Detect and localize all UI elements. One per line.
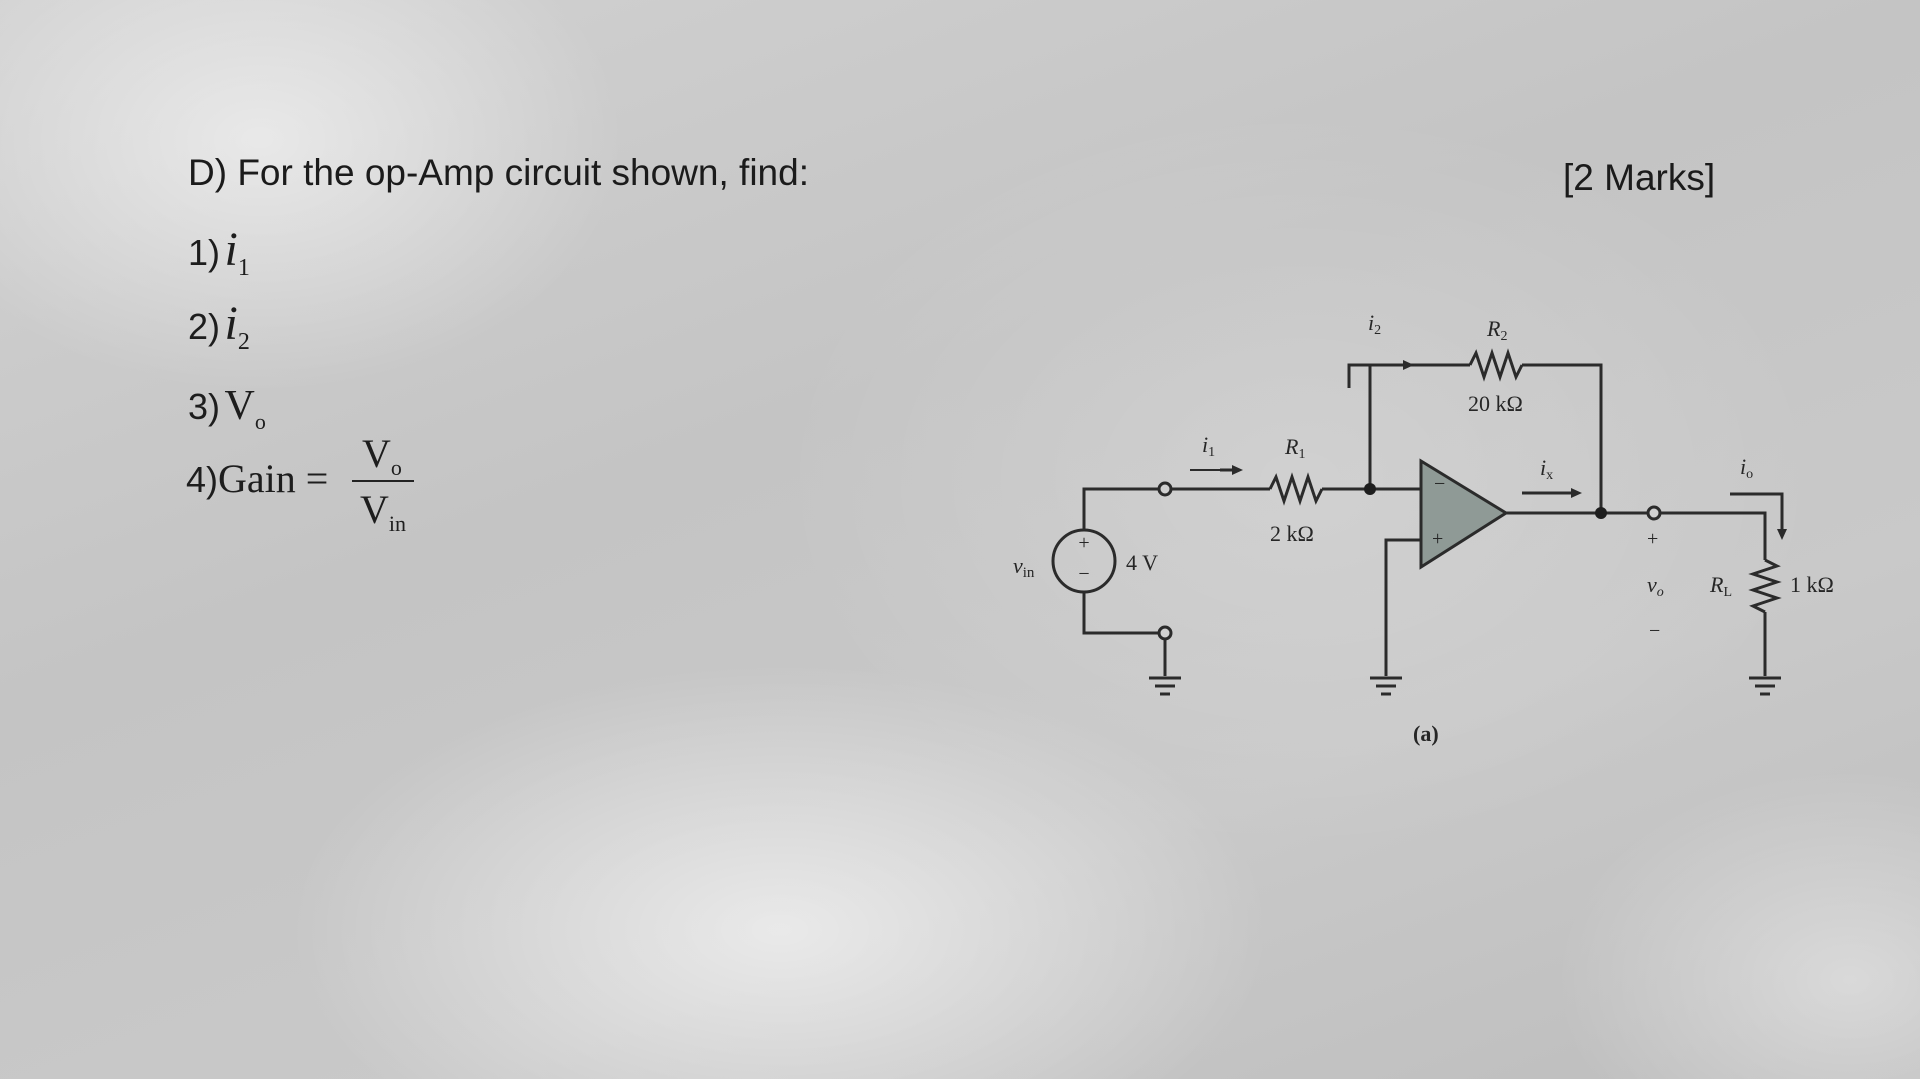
denominator-var: V xyxy=(360,487,389,532)
numerator-sub: o xyxy=(390,455,402,480)
source-minus-sign: − xyxy=(1078,563,1089,585)
gain-label: Gain = xyxy=(218,456,329,501)
question-title: D) For the op-Amp circuit shown, find: xyxy=(188,152,809,193)
item-number: 3) xyxy=(188,386,221,427)
opamp-minus-sign: − xyxy=(1434,473,1445,495)
fraction-bar xyxy=(352,480,414,482)
marks-label: [2 Marks] xyxy=(1563,157,1716,198)
ground-symbol-2 xyxy=(1370,676,1402,696)
numerator-var: V xyxy=(362,431,391,476)
r1-value-label: 2 kΩ xyxy=(1270,521,1314,546)
gain-denominator: Vin xyxy=(360,486,407,536)
junction-output-node xyxy=(1595,507,1607,519)
item-variable: i xyxy=(224,297,238,350)
ground-symbol-1 xyxy=(1149,676,1181,696)
denominator-sub: in xyxy=(388,511,407,536)
io-label: io xyxy=(1740,454,1753,482)
item-number: 1) xyxy=(188,232,221,273)
i2-arrowhead xyxy=(1403,360,1414,370)
gain-numerator: Vo xyxy=(362,430,402,480)
r1-label: R1 xyxy=(1284,434,1305,462)
i2-arrow-line xyxy=(1347,363,1404,388)
source-plus-sign: + xyxy=(1078,532,1089,554)
ix-arrowhead xyxy=(1571,488,1582,498)
ix-label: ix xyxy=(1540,455,1553,483)
io-arrow-line xyxy=(1730,492,1784,530)
wire-feedback-right xyxy=(1522,363,1603,513)
question-item-2: 2) i2 xyxy=(188,296,250,355)
i1-arrowhead xyxy=(1232,465,1243,475)
source-value-label: 4 V xyxy=(1126,550,1158,575)
wire-noninverting-to-ground xyxy=(1384,538,1421,676)
vo-minus-sign: − xyxy=(1649,620,1660,642)
i1-label: i1 xyxy=(1202,432,1215,460)
rl-value-label: 1 kΩ xyxy=(1790,572,1834,597)
item-variable: i xyxy=(224,223,238,276)
item-subscript: 2 xyxy=(237,329,250,355)
vin-label: vin xyxy=(1013,553,1035,581)
r2-value-label: 20 kΩ xyxy=(1468,391,1523,416)
rl-label: RL xyxy=(1709,572,1732,600)
r2-resistor-symbol xyxy=(1468,348,1524,382)
item-number: 4) xyxy=(186,459,219,500)
input-ground-terminal xyxy=(1157,625,1173,641)
item-number: 2) xyxy=(188,306,221,347)
ground-symbol-3 xyxy=(1749,676,1781,696)
question-item-3: 3) Vo xyxy=(188,382,266,434)
question-item-1: 1) i1 xyxy=(188,222,250,281)
op-amp-symbol xyxy=(1419,458,1509,570)
item-subscript: 1 xyxy=(237,255,250,281)
figure-caption: (a) xyxy=(1413,721,1439,746)
rl-resistor-symbol xyxy=(1748,558,1782,614)
opamp-plus-sign: + xyxy=(1432,528,1443,550)
r1-resistor-symbol xyxy=(1268,472,1324,506)
wire-to-load xyxy=(1660,511,1767,560)
input-terminal xyxy=(1157,481,1173,497)
item-subscript: o xyxy=(254,409,266,434)
i2-label: i2 xyxy=(1368,310,1381,338)
output-terminal xyxy=(1646,505,1662,521)
wire-source-top xyxy=(1082,487,1158,530)
question-item-4: 4)Gain = xyxy=(186,455,328,502)
vo-label: vo xyxy=(1647,572,1664,600)
vo-plus-sign: + xyxy=(1647,528,1658,550)
r2-label: R2 xyxy=(1486,316,1507,344)
item-variable: V xyxy=(224,383,255,429)
junction-inverting-node xyxy=(1364,483,1376,495)
wire-source-bottom xyxy=(1082,592,1158,635)
io-arrowhead xyxy=(1777,529,1787,540)
